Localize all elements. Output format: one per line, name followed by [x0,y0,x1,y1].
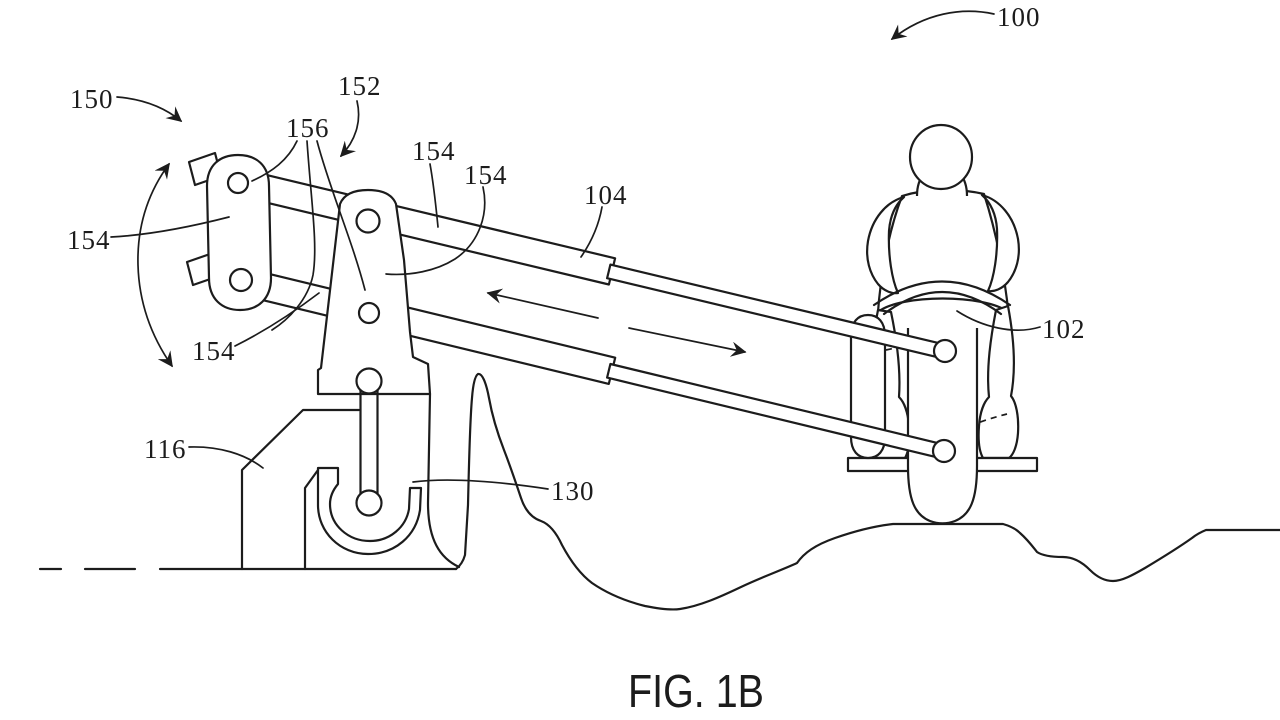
hook-pin-hole [355,489,383,517]
leader-154-lowerleft [234,292,320,347]
leader-156-c [316,140,366,291]
base-left-outline [240,408,361,571]
bracket-lower-pin-hole [355,367,383,395]
upper-beam-end-pin [932,338,958,364]
label-130: 130 [551,476,595,506]
rider-right-arm [980,193,1020,293]
leader-116 [188,446,264,469]
label-156: 156 [286,113,330,143]
leader-100 [890,10,995,40]
ground [38,372,1280,611]
rider-head [908,123,974,191]
pivot-bracket [316,188,432,396]
leader-156-a [251,140,298,182]
leader-104 [580,206,603,258]
bracket-mid-pin-hole [357,301,381,325]
label-152: 152 [338,71,382,101]
reference-numerals: 100 150 152 156 154 154 104 102 154 154 … [67,2,1086,506]
leader-152 [339,100,360,158]
label-154-lowerleft: 154 [192,336,236,366]
leader-154-top [429,163,439,228]
base-right-outline [426,392,461,569]
label-104: 104 [584,180,628,210]
plate-bottom-pin-hole [228,267,254,293]
leader-156-b [271,140,316,331]
link-plate-assembly [185,151,273,312]
label-154-second: 154 [464,160,508,190]
leader-150 [116,96,183,122]
label-102: 102 [1042,314,1086,344]
rider-hip-arc-inner [882,290,1003,316]
link-plate [205,153,273,312]
rider-left-arm [866,195,906,295]
figure-caption: FIG. 1B [628,665,764,717]
leader-lines [110,10,1041,490]
bracket-top-pin-hole [355,208,381,234]
leader-130 [412,479,549,490]
leader-154-left [110,216,230,238]
motion-arrow-left [486,288,599,319]
label-150: 150 [70,84,114,114]
base-pedestal [240,367,461,571]
terrain-line [454,372,1280,611]
leader-154-second [385,186,486,276]
label-154-top: 154 [412,136,456,166]
lower-beam-end-pin [931,438,957,464]
upper-beam-sleeve [233,167,617,286]
leader-102 [956,310,1041,331]
label-154-left: 154 [67,225,111,255]
label-116: 116 [144,434,187,464]
pivot-bracket-body [316,188,432,396]
plate-top-pin-hole [226,171,250,195]
rider-hip-arc-outer [872,280,1012,307]
motion-arrow-right [628,327,747,357]
pivot-motion-arc [137,162,173,368]
base-inner-notch [303,468,320,571]
pivot-hook [316,466,423,556]
label-100: 100 [997,2,1041,32]
